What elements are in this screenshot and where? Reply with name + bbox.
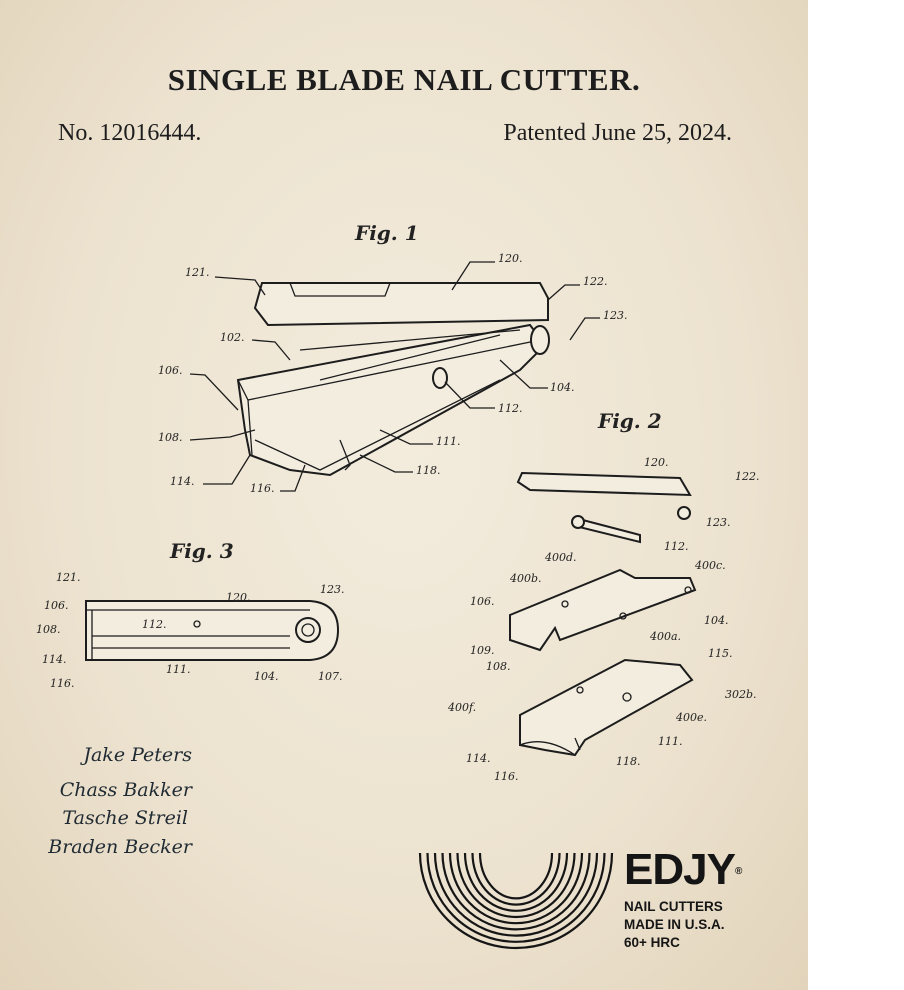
fig3-label: 123. (320, 583, 345, 596)
fig2-label: 123. (706, 516, 731, 529)
fig2-label: 400f. (447, 701, 476, 714)
fig2-label: 116. (494, 770, 519, 783)
fig1-label: 122. (583, 275, 608, 288)
signature: Braden Becker (47, 836, 194, 858)
fig1-label: 121. (185, 266, 210, 279)
fig2-label: 400a. (649, 630, 681, 643)
patent-poster: SINGLE BLADE NAIL CUTTER. No. 12016444. … (0, 0, 808, 990)
fig1-label: 114. (170, 475, 195, 488)
fig1-label: 104. (550, 381, 575, 394)
fig1-caption: Fig. 1 (354, 221, 419, 245)
fig1-label: 106. (158, 364, 183, 377)
brand-block: EDJY® NAIL CUTTERS MADE IN U.S.A. 60+ HR… (624, 845, 742, 952)
figure-2: Fig. 2 120. 122. 123. 112. 400d. 400b. 4… (447, 409, 760, 783)
fig2-label: 106. (470, 595, 495, 608)
fig2-label: 112. (664, 540, 689, 553)
fig2-label: 118. (616, 755, 641, 768)
patent-number: No. 12016444. (58, 120, 202, 146)
logo-arc (418, 852, 614, 950)
logo-arc (441, 852, 591, 931)
fig1-label: 123. (603, 309, 628, 322)
fig3-label: 121. (56, 571, 81, 584)
patent-date: Patented June 25, 2024. (503, 120, 732, 146)
fig1-label: 116. (250, 482, 275, 495)
figure-1: Fig. 1 121. 120. 122. 102. 123. 106. 104… (158, 221, 628, 495)
signatures: Jake Peters Chass Bakker Tasche Streil B… (47, 744, 194, 858)
fig1-label: 108. (158, 431, 183, 444)
fig2-label: 400c. (694, 559, 726, 572)
fig2-caption: Fig. 2 (597, 409, 662, 433)
fig2-label: 400b. (509, 572, 542, 585)
fig3-label: 120. (226, 591, 251, 604)
fig1-label: 102. (220, 331, 245, 344)
fig2-label: 104. (704, 614, 729, 627)
fig1-label: 112. (498, 402, 523, 415)
fig2-label: 108. (486, 660, 511, 673)
fig3-label: 108. (36, 623, 61, 636)
brand-logo-arcs-icon (418, 852, 614, 950)
fig3-label: 116. (50, 677, 75, 690)
signature: Jake Peters (79, 744, 192, 766)
fig1-callouts (189, 261, 600, 492)
fig3-label: 104. (254, 670, 279, 683)
fig2-label: 109. (470, 644, 495, 657)
registered-mark: ® (734, 866, 742, 877)
signature: Chass Bakker (60, 779, 194, 801)
fig2-label: 302b. (725, 688, 757, 701)
logo-arc (463, 852, 569, 912)
fig2-label: 115. (708, 647, 733, 660)
logo-arc (478, 852, 554, 900)
figure-3: Fig. 3 121. 120. 123. 106. 112. 108. 114… (36, 539, 345, 690)
logo-arc (448, 852, 584, 925)
fig2-label: 114. (466, 752, 491, 765)
logo-arc (456, 852, 576, 919)
brand-line: 60+ HRC (624, 935, 680, 950)
fig1-label: 111. (436, 435, 461, 448)
patent-title: SINGLE BLADE NAIL CUTTER. (167, 62, 641, 97)
signature: Tasche Streil (62, 807, 188, 829)
logo-arc (471, 852, 561, 906)
fig1-label: 118. (416, 464, 441, 477)
brand-name: EDJY (624, 845, 736, 894)
fig2-label: 400e. (675, 711, 707, 724)
fig2-label: 400d. (544, 551, 577, 564)
fig3-label: 112. (142, 618, 167, 631)
logo-arc (426, 852, 606, 943)
logo-arc (433, 852, 599, 937)
fig3-label: 107. (318, 670, 343, 683)
patent-drawings: Fig. 1 121. 120. 122. 102. 123. 106. 104… (36, 221, 760, 950)
fig3-label: 106. (44, 599, 69, 612)
fig2-label: 122. (735, 470, 760, 483)
fig2-label: 120. (644, 456, 669, 469)
fig1-label: 120. (498, 252, 523, 265)
fig3-label: 114. (42, 653, 67, 666)
brand-line: NAIL CUTTERS (624, 899, 723, 914)
fig3-caption: Fig. 3 (169, 539, 234, 563)
fig3-label: 111. (166, 663, 191, 676)
fig2-label: 111. (658, 735, 683, 748)
brand-line: MADE IN U.S.A. (624, 917, 725, 932)
